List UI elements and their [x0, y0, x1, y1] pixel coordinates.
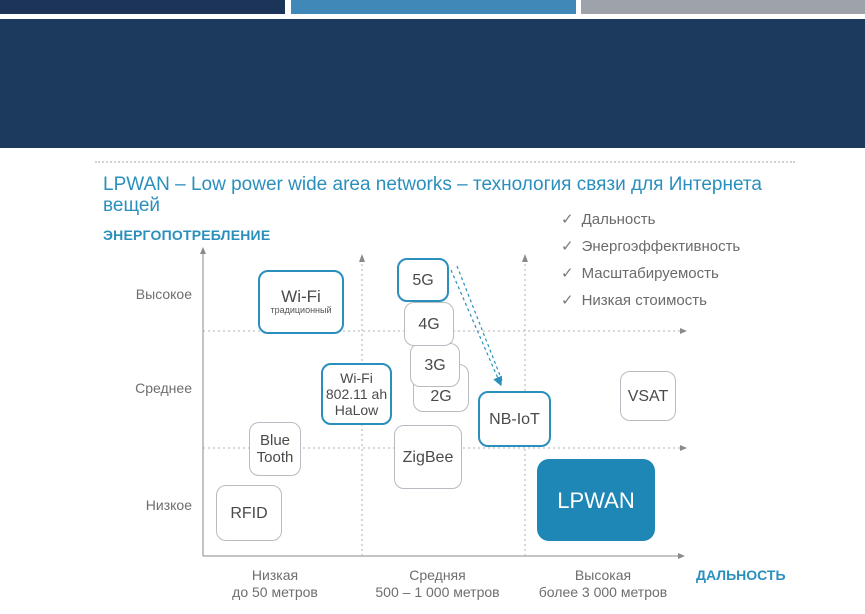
top-bar-blue — [291, 0, 576, 14]
y-tick-low: Низкое — [145, 497, 192, 513]
check-icon: ✓ — [561, 265, 574, 282]
check-icon: ✓ — [561, 238, 574, 255]
dotted-divider — [95, 161, 795, 163]
x-axis-label: ДАЛЬНОСТЬ — [696, 567, 786, 583]
x-tick-low: Низкая до 50 метров — [232, 567, 318, 600]
benefit-item: ✓Дальность — [561, 211, 656, 228]
node-wifi: Wi-Fi традиционный — [258, 270, 344, 334]
x-tick-high: Высокая более 3 000 метров — [538, 567, 668, 600]
node-nb-iot: NB-IoT — [478, 391, 551, 447]
y-axis-label: ЭНЕРГОПОТРЕБЛЕНИЕ — [103, 227, 271, 243]
header-band — [0, 19, 865, 148]
slide-title: LPWAN – Low power wide area networks – т… — [103, 174, 762, 216]
check-icon: ✓ — [561, 292, 574, 309]
node-vsat: VSAT — [620, 371, 676, 421]
node-5g: 5G — [397, 258, 449, 302]
check-icon: ✓ — [561, 211, 574, 228]
top-bar-grey — [581, 0, 865, 14]
node-3g: 3G — [410, 343, 460, 387]
header-gap — [0, 14, 865, 19]
benefit-item: ✓Энергоэффективность — [561, 238, 741, 255]
node-bluetooth: Blue Tooth — [249, 422, 301, 476]
top-bar-navy — [0, 0, 285, 14]
migration-arrow — [450, 269, 503, 387]
migration-arrow — [456, 265, 504, 384]
x-tick-medium: Средняя 500 – 1 000 метров — [375, 567, 500, 600]
y-tick-high: Высокое — [135, 286, 192, 302]
benefit-item: ✓Низкая стоимость — [561, 292, 707, 309]
node-4g: 4G — [404, 302, 454, 346]
node-lpwan: LPWAN — [537, 459, 655, 541]
node-zigbee: ZigBee — [394, 425, 462, 489]
y-tick-medium: Среднее — [135, 380, 192, 396]
benefit-item: ✓Масштабируемость — [561, 265, 719, 282]
benefits-list: ✓Дальность ✓Энергоэффективность ✓Масштаб… — [561, 211, 740, 319]
node-rfid: RFID — [216, 485, 282, 541]
node-wifi-halow: Wi-Fi 802.11 ah HaLow — [321, 363, 392, 425]
